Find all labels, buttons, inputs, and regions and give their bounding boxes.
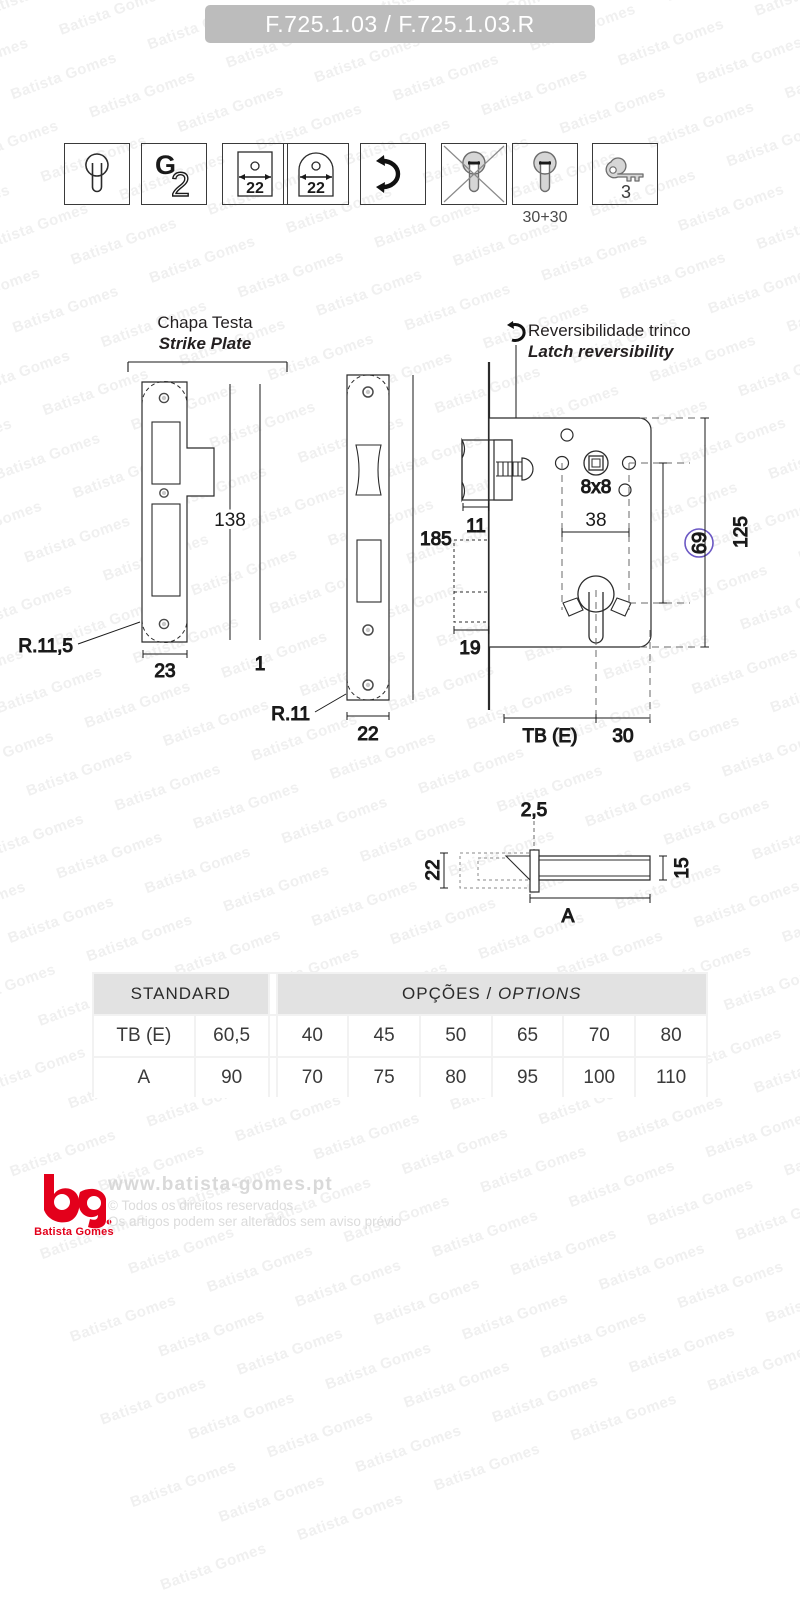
spec-row-1-option-1: 75	[349, 1058, 419, 1098]
cylinder-3030-label: 30+30	[522, 209, 568, 226]
svg-text:19: 19	[459, 638, 480, 659]
euro-profile-cylinder-icon	[64, 143, 130, 205]
spec-row-1-option-3: 95	[492, 1058, 563, 1098]
svg-text:22: 22	[307, 180, 325, 197]
rights-line-2: Os artigos podem ser alterados sem aviso…	[108, 1214, 402, 1229]
latch-reversibility-caption-pt: Reversibilidade trinco	[528, 321, 691, 340]
spec-row-1-option-0: 70	[277, 1058, 348, 1098]
grade-letter: G	[155, 150, 176, 180]
spec-row-0-option-2: 50	[420, 1016, 491, 1056]
strike-plate-caption: Chapa Testa Strike Plate	[150, 312, 260, 354]
spec-header-gap	[269, 974, 276, 1014]
strike-plate-caption-pt: Chapa Testa	[157, 313, 253, 332]
svg-text:38: 38	[585, 510, 606, 531]
spec-table: STANDARD OPÇÕES / OPTIONS TB (E) 60,5 40…	[92, 972, 708, 1100]
copyright-block: © Todos os direitos reservados. Os artig…	[108, 1198, 401, 1230]
svg-text:R.11,5: R.11,5	[18, 636, 73, 657]
svg-text:138: 138	[214, 510, 246, 531]
latch-reversibility-arrow-icon	[507, 321, 526, 342]
spec-row-1-option-4: 100	[564, 1058, 635, 1098]
spec-header-options: OPÇÕES / OPTIONS	[277, 974, 706, 1014]
spec-row-0-option-1: 45	[349, 1016, 419, 1056]
svg-text:30: 30	[612, 726, 633, 747]
svg-text:2,5: 2,5	[521, 800, 547, 821]
brand-name: Batista Gomes	[34, 1226, 114, 1238]
grade-number: 2	[171, 166, 190, 204]
table-row: A 90 70 75 80 95 100 110	[94, 1058, 706, 1098]
svg-text:11: 11	[466, 516, 486, 537]
svg-text:TB (E): TB (E)	[523, 726, 578, 747]
latch-reversibility-caption-en: Latch reversibility	[528, 342, 674, 361]
svg-text:125: 125	[731, 516, 752, 548]
options-label-pt: OPÇÕES	[402, 984, 481, 1003]
svg-text:23: 23	[154, 661, 175, 682]
round-forend-22-icon: 22	[283, 143, 349, 205]
svg-text:8x8: 8x8	[581, 477, 612, 498]
keys-count: 3	[621, 182, 631, 202]
latch-reversibility-caption: Reversibilidade trinco Latch reversibili…	[528, 320, 691, 362]
spec-row-1-option-2: 80	[420, 1058, 491, 1098]
spec-row-0-label: TB (E)	[94, 1016, 194, 1056]
svg-text:15: 15	[672, 857, 693, 878]
svg-text:185: 185	[420, 529, 452, 550]
spec-row-0-option-4: 70	[564, 1016, 635, 1056]
spec-row-1-standard: 90	[195, 1058, 268, 1098]
grade-2-icon: G 2	[141, 143, 207, 205]
technical-drawing: 138 1 23 R.11,5 185	[18, 345, 753, 928]
knob-cylinder-not-allowed-icon	[441, 143, 507, 205]
website-url[interactable]: www.batista-gomes.pt	[108, 1174, 333, 1195]
svg-text:22: 22	[423, 859, 444, 880]
footer: Batista Gomes www.batista-gomes.pt © Tod…	[0, 1170, 800, 1260]
svg-text:R.11: R.11	[271, 704, 310, 725]
spec-table-header-row: STANDARD OPÇÕES / OPTIONS	[94, 974, 706, 1014]
page-title: F.725.1.03 / F.725.1.03.R	[265, 10, 535, 37]
options-label-sep: /	[486, 984, 493, 1003]
svg-text:22: 22	[357, 724, 378, 745]
table-row: TB (E) 60,5 40 45 50 65 70 80	[94, 1016, 706, 1056]
svg-text:1: 1	[255, 654, 266, 675]
spec-header-standard: STANDARD	[94, 974, 268, 1014]
rights-line-1: © Todos os direitos reservados.	[108, 1198, 298, 1213]
latch-reversible-icon	[360, 143, 426, 205]
spec-row-1-option-5: 110	[636, 1058, 706, 1098]
svg-text:22: 22	[246, 180, 264, 197]
pictogram-row: G 2 22 22	[0, 143, 800, 233]
strike-plate-caption-en: Strike Plate	[158, 334, 252, 353]
square-forend-22-icon: 22	[222, 143, 288, 205]
spec-row-1-label: A	[94, 1058, 194, 1098]
page-title-bar: F.725.1.03 / F.725.1.03.R	[205, 5, 595, 43]
batista-gomes-logo	[38, 1172, 112, 1234]
options-label-en: OPTIONS	[497, 984, 582, 1003]
svg-text:69: 69	[689, 532, 711, 554]
spec-row-0-option-3: 65	[492, 1016, 563, 1056]
svg-text:A: A	[562, 906, 575, 927]
spec-row-0-option-0: 40	[277, 1016, 348, 1056]
cylinder-3030-icon	[512, 143, 578, 205]
keys-supplied-icon: 3	[592, 143, 658, 205]
spec-row-0-option-5: 80	[636, 1016, 706, 1056]
spec-row-0-standard: 60,5	[195, 1016, 268, 1056]
